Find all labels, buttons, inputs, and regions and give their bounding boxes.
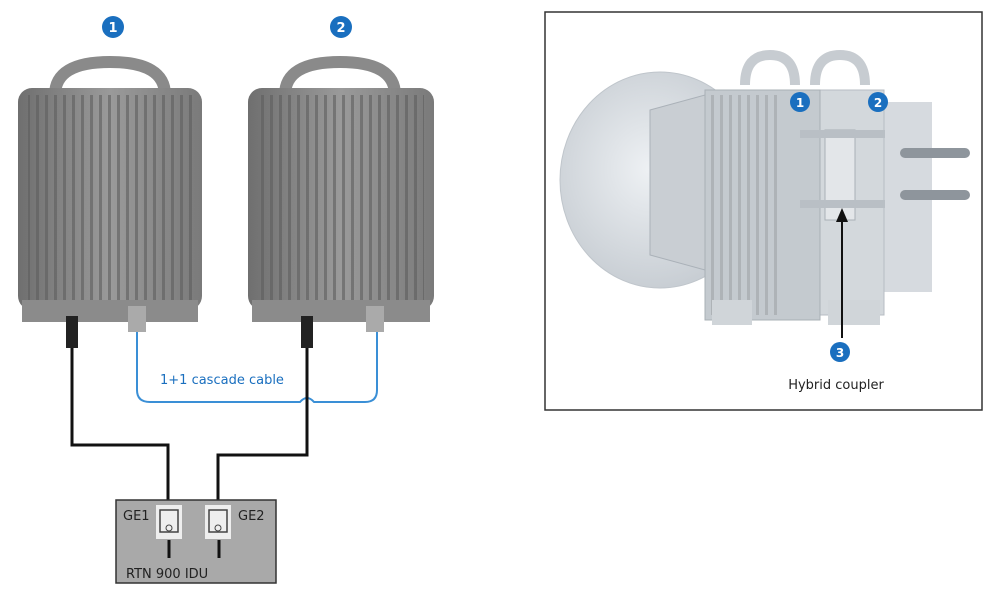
svg-text:3: 3	[836, 346, 844, 360]
rtn-900-idu: GE1 GE2 RTN 900 IDU	[115, 499, 277, 584]
svg-text:1: 1	[796, 96, 804, 110]
odu-2-badge: 2	[330, 16, 352, 38]
ge2-cable	[216, 348, 309, 505]
ge1-label: GE1	[123, 509, 150, 524]
panel-badge-2: 2	[868, 92, 888, 112]
panel-badge-1: 1	[790, 92, 810, 112]
ge1-cable	[70, 348, 170, 505]
odu-2	[248, 55, 434, 348]
svg-text:2: 2	[336, 21, 345, 36]
ge2-port-icon	[205, 505, 231, 539]
odu-1	[18, 55, 202, 348]
hybrid-coupler-panel: 1 2 3 Hybrid coupler	[544, 11, 983, 411]
ge1-port-icon	[156, 505, 182, 539]
svg-text:1: 1	[108, 21, 117, 36]
hybrid-coupler-label: Hybrid coupler	[788, 378, 884, 393]
cascade-cable	[136, 332, 378, 403]
ge2-label: GE2	[238, 509, 265, 524]
panel-badge-3: 3	[830, 342, 850, 362]
cascade-cable-label: 1+1 cascade cable	[160, 373, 284, 388]
idu-label: RTN 900 IDU	[126, 567, 208, 582]
odu-1-badge: 1	[102, 16, 124, 38]
svg-text:2: 2	[874, 96, 882, 110]
